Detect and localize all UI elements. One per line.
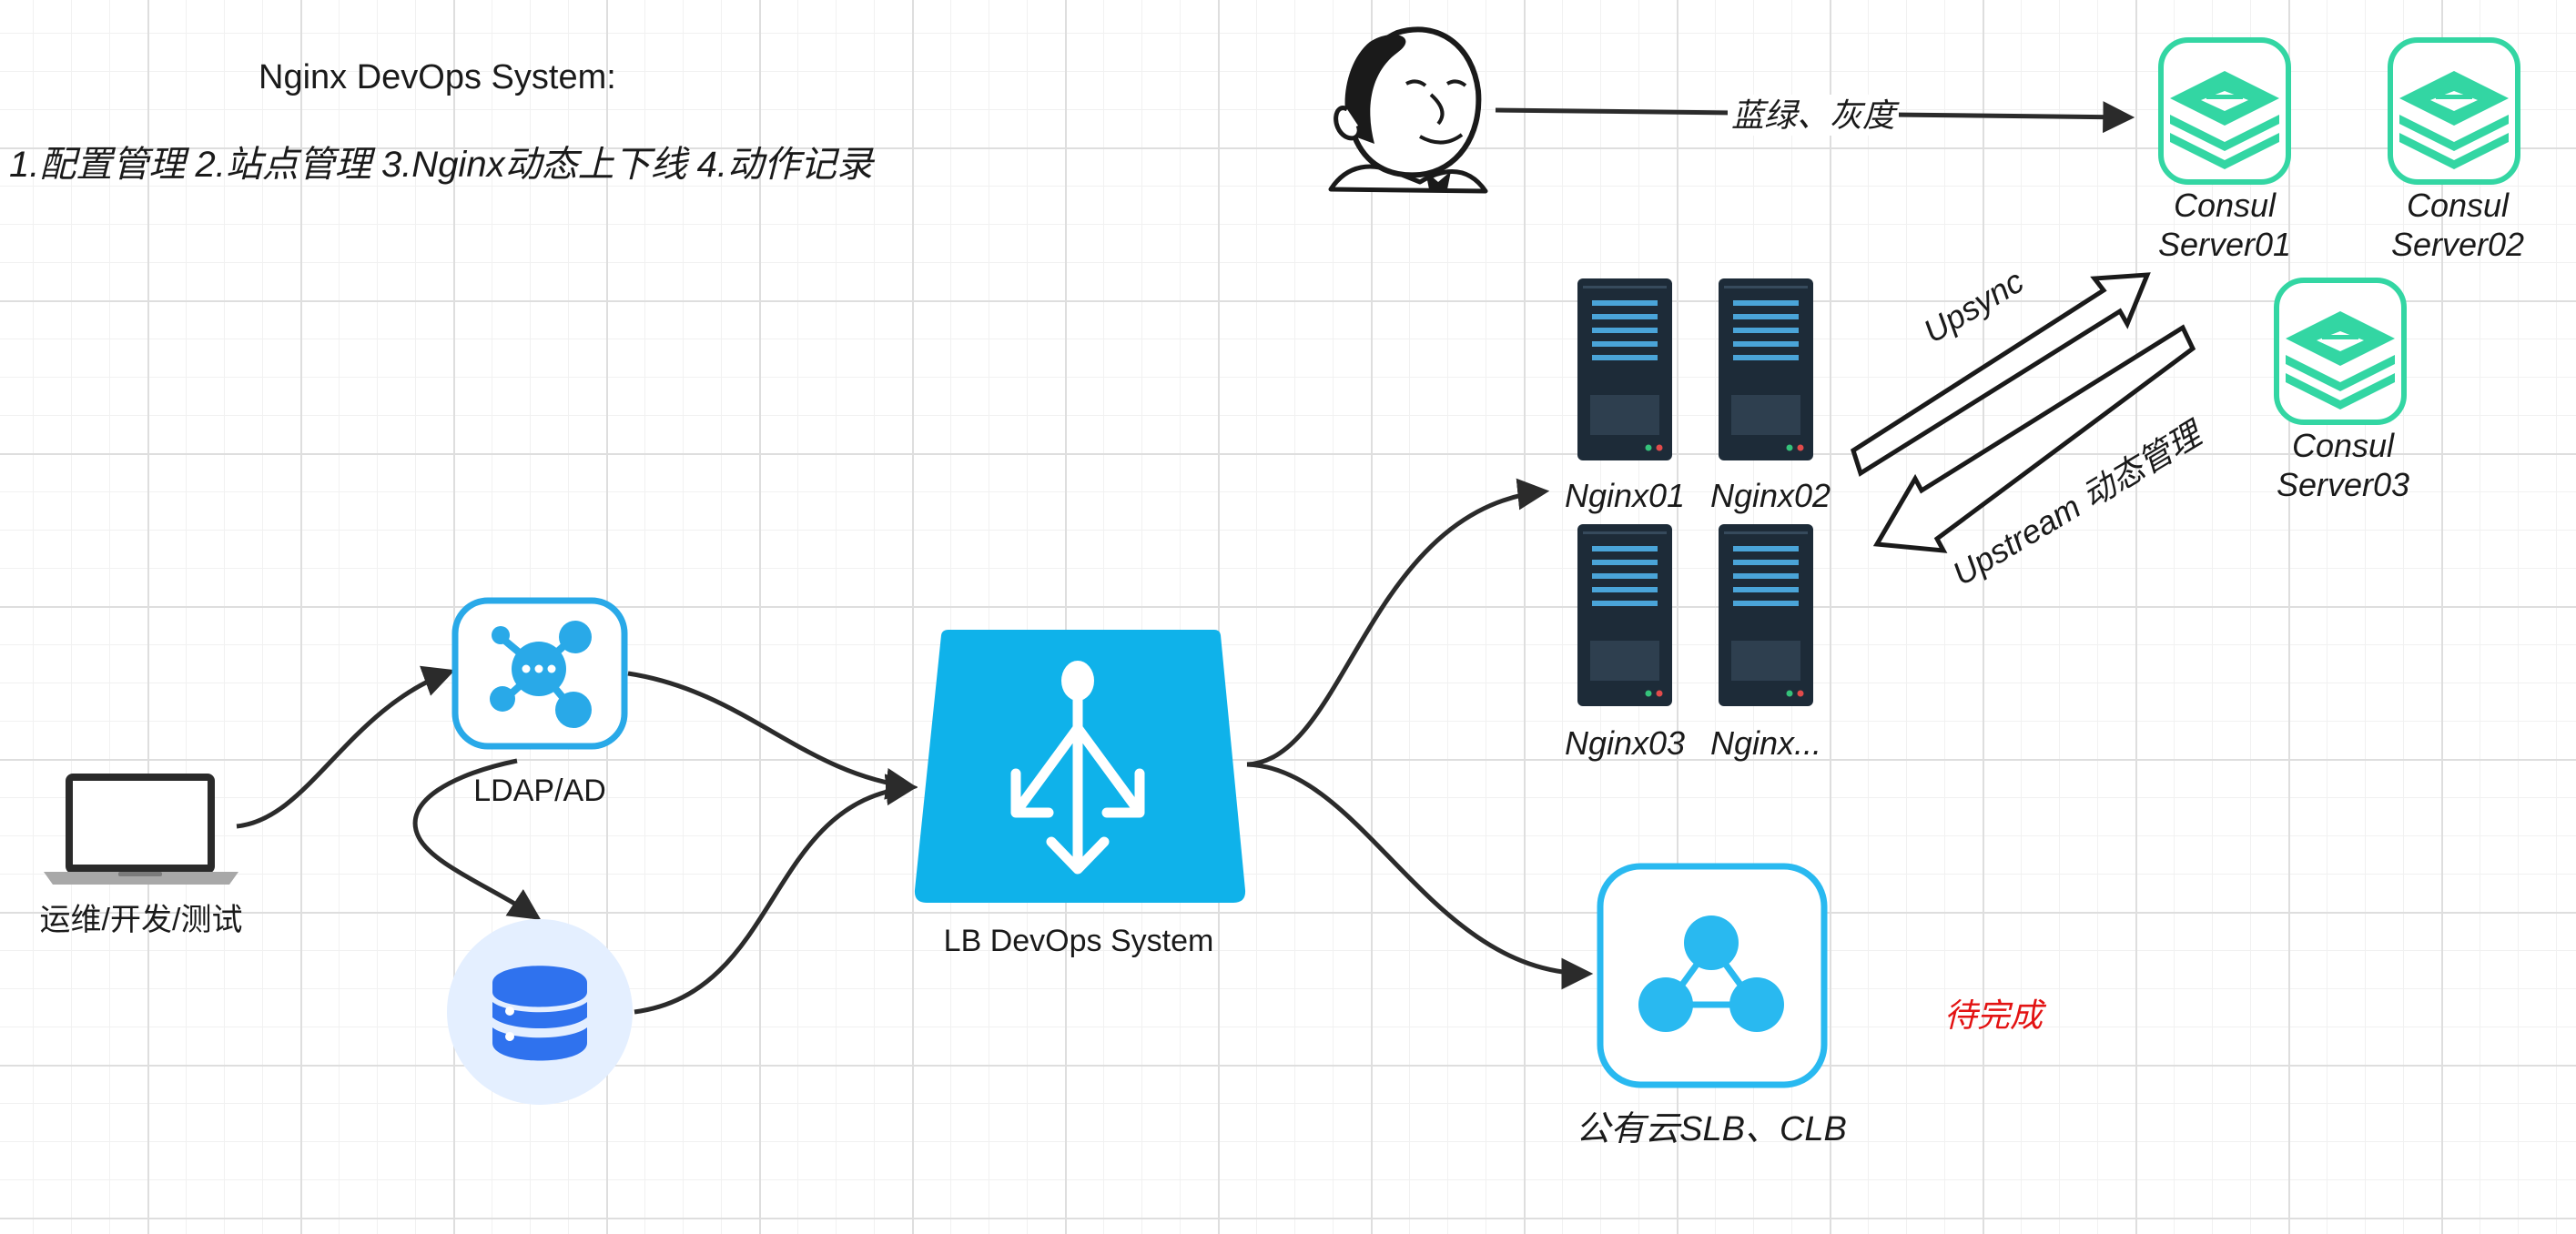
cloud-slb-icon bbox=[1597, 863, 1828, 1088]
cloud-label: 公有云SLB、CLB bbox=[1576, 1110, 1847, 1148]
consul-stack-icon bbox=[2388, 37, 2520, 185]
edge-ldap-to-lb bbox=[627, 671, 918, 800]
consul-stack-icon bbox=[2274, 278, 2407, 425]
edge-ldap-to-db bbox=[412, 758, 542, 920]
lb-label: LB DevOps System bbox=[943, 924, 1214, 958]
edge-user-to-ldap bbox=[236, 665, 455, 829]
user-label: 运维/开发/测试 bbox=[39, 903, 243, 937]
upsync-arrow bbox=[1851, 272, 2151, 477]
feature-list: 1.配置管理 2.站点管理 3.Nginx动态上下线 4.动作记录 bbox=[9, 145, 874, 185]
laptop-icon bbox=[44, 774, 238, 885]
edge-db-to-lb bbox=[634, 774, 918, 1015]
database-icon bbox=[447, 919, 633, 1105]
consul02-label-line2: Server02 bbox=[2390, 226, 2525, 263]
server-icon bbox=[1719, 278, 1813, 460]
consul03-label-line2: Server03 bbox=[2276, 466, 2410, 503]
upstream-arrow bbox=[1872, 324, 2196, 553]
load-balancer-icon bbox=[914, 630, 1246, 903]
ldap-label: LDAP/AD bbox=[473, 774, 606, 808]
nginx02-label: Nginx02 bbox=[1709, 477, 1831, 514]
server-icon bbox=[1577, 278, 1672, 460]
consul01-label-line2: Server01 bbox=[2157, 226, 2292, 263]
diagram-title: Nginx DevOps System: bbox=[259, 58, 616, 96]
network-hub-icon bbox=[451, 597, 628, 750]
edge-lb-to-nginx bbox=[1246, 478, 1550, 767]
consul02-label-line1: Consul bbox=[2406, 187, 2510, 224]
pending-label: 待完成 bbox=[1944, 996, 2044, 1034]
server-icon bbox=[1719, 524, 1813, 706]
nginx-more-label: Nginx... bbox=[1709, 724, 1822, 762]
nginx01-label: Nginx01 bbox=[1564, 477, 1686, 514]
nginx03-label: Nginx03 bbox=[1564, 724, 1686, 762]
jenkins-butler-icon bbox=[1328, 26, 1488, 194]
server-icon bbox=[1577, 524, 1672, 706]
bluegreen-gray-label: 蓝绿、灰度 bbox=[1728, 95, 1900, 136]
consul-stack-icon bbox=[2158, 37, 2291, 185]
consul03-label-line1: Consul bbox=[2291, 427, 2395, 464]
edge-lb-to-cloud bbox=[1246, 762, 1594, 990]
consul01-label-line1: Consul bbox=[2173, 187, 2277, 224]
